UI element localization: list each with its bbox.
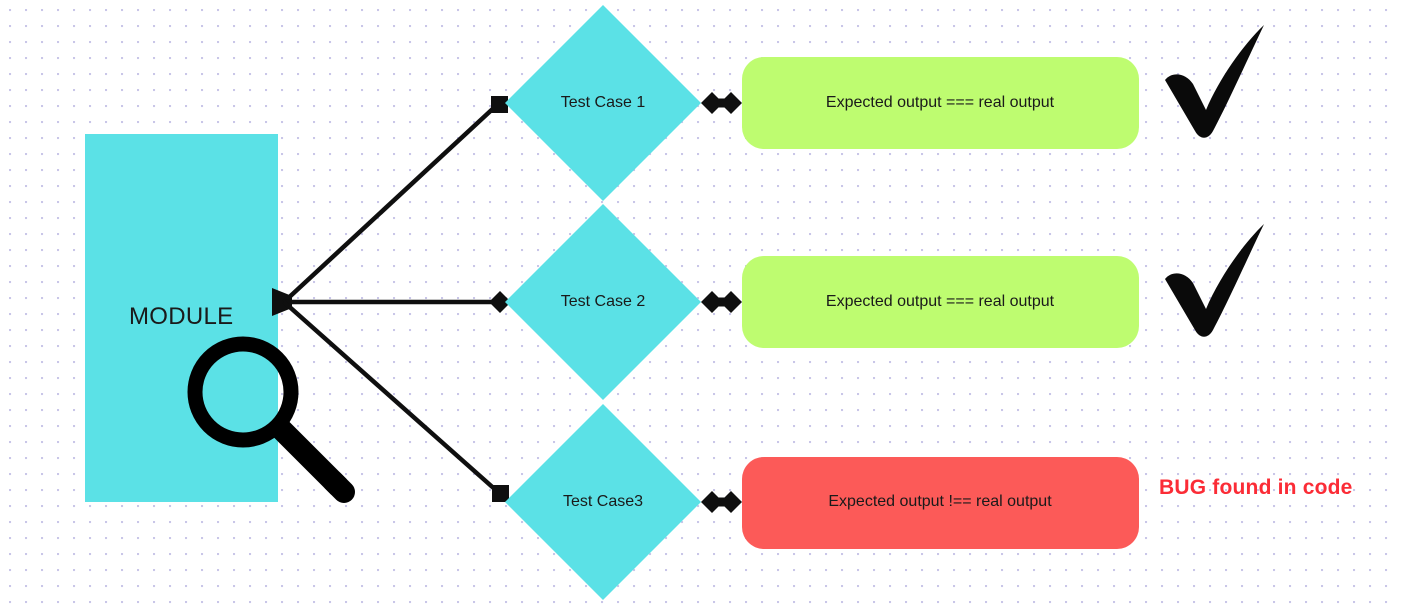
outcome-box-3[interactable] xyxy=(742,457,1139,549)
magnifying-glass-icon xyxy=(187,336,355,503)
outcome-box-2[interactable] xyxy=(742,256,1139,348)
junction-marker xyxy=(272,288,292,316)
dumbbell-connector-1 xyxy=(701,92,742,114)
connector-module-to-case-3 xyxy=(282,300,500,494)
connector-end-marker-1 xyxy=(491,96,508,113)
test-case-diamond-2[interactable] xyxy=(505,204,701,400)
checkmark-icon-1 xyxy=(1165,25,1264,138)
checkmark-icon-2 xyxy=(1165,224,1264,337)
connector-lines xyxy=(272,96,511,502)
test-case-diamond-1[interactable] xyxy=(505,5,701,201)
connector-end-marker-3 xyxy=(492,485,509,502)
test-case-diamond-3[interactable] xyxy=(505,404,701,600)
connector-end-marker-2 xyxy=(489,291,511,313)
dumbbell-connector-3 xyxy=(701,491,742,513)
dumbbell-connector-2 xyxy=(701,291,742,313)
outcome-box-1[interactable] xyxy=(742,57,1139,149)
connector-module-to-case-1 xyxy=(282,102,500,304)
